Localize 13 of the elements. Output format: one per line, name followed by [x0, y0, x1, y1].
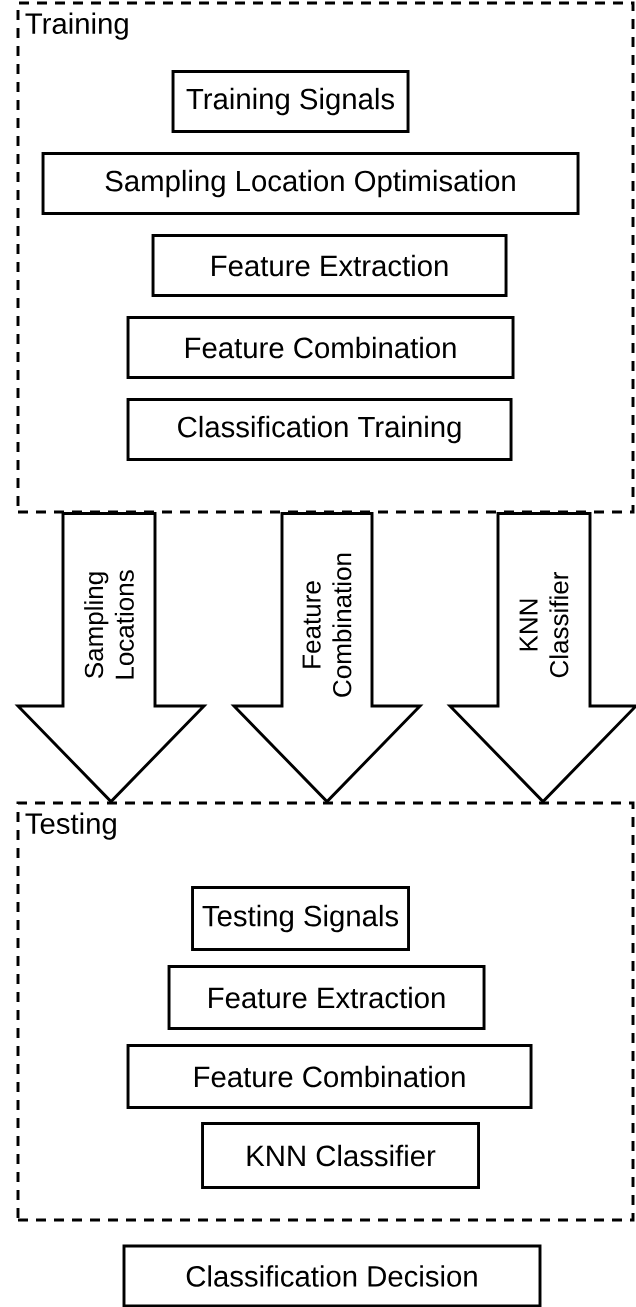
process-box: Sampling Location Optimisation	[41, 152, 580, 215]
process-box: Feature Combination	[126, 1044, 533, 1109]
edge-label: Sampling Locations	[82, 541, 136, 709]
process-box: Testing Signals	[191, 886, 410, 951]
process-box: Feature Extraction	[167, 965, 486, 1030]
process-box: Training Signals	[171, 70, 410, 133]
process-box: Classification Training	[126, 398, 513, 461]
edge-label: Feature Combination	[301, 541, 353, 709]
process-box: Feature Extraction	[151, 234, 508, 297]
process-box: KNN Classifier	[201, 1122, 480, 1189]
process-box: Classification Decision	[122, 1244, 542, 1307]
edge-label: KNN Classifier	[518, 541, 570, 709]
process-box: Feature Combination	[126, 316, 515, 379]
